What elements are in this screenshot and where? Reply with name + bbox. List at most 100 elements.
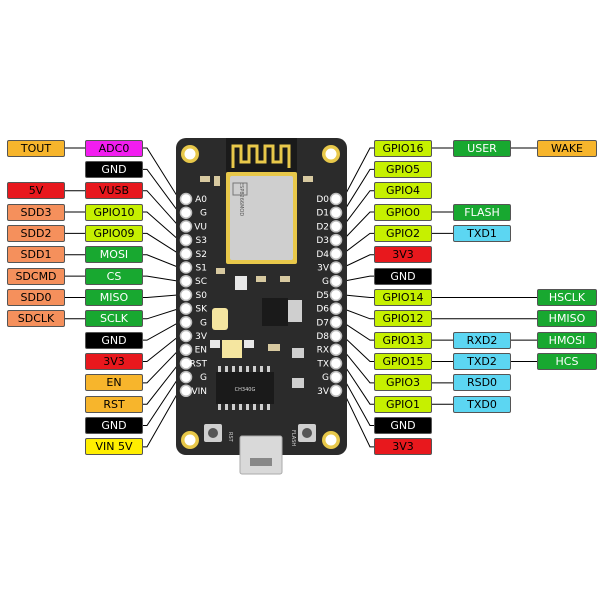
pin-label: GND [85,417,143,435]
voltage-regulator [262,298,288,326]
pin-label: 3V3 [374,438,432,456]
connector-line [342,321,374,341]
connector-line [143,147,180,200]
pin-label: SDD3 [7,203,65,221]
header-pin [329,261,343,274]
pin-label: GPIO0 [374,203,432,221]
pin-label: ADC0 [85,139,143,157]
header-pin [329,370,343,384]
connector-line [143,335,180,362]
chip-pin [225,366,228,372]
pin-label: GPIO09 [85,224,143,242]
connector-line [143,254,180,268]
connector-line [342,190,374,227]
module-label: ESP8266MOD [238,182,244,216]
pin-label: WAKE [537,139,597,157]
pin-label: GPIO12 [374,310,432,328]
pin-label: HCS [537,353,597,370]
header-pin [329,343,343,356]
pin-label: GPIO16 [374,139,432,157]
pin-label: GPIO13 [374,331,432,349]
chip-pin [260,404,263,410]
pin-name: D4 [316,250,329,260]
pin-name: D8 [316,332,329,342]
header-pin [179,329,193,343]
connector-line [143,376,180,427]
connector-line [342,147,374,200]
pin-name: RX [317,346,329,356]
header-pin [179,384,193,398]
connector-line [342,349,374,384]
chip-pin [232,366,235,372]
fcc-logo [232,182,248,196]
crystal [222,340,242,358]
chip-label: CH340G [235,387,256,393]
connector-line [342,254,374,268]
pin-name: G [322,373,329,383]
connector-line [342,363,374,405]
header-pin [329,220,343,233]
pin-label: TOUT [7,139,65,157]
module-shield [230,176,293,260]
pin-name: D6 [316,305,329,315]
header-pin [179,261,193,274]
chip-pin [232,404,235,410]
pin-label: RXD2 [453,331,511,349]
connector-line [143,232,180,255]
pin-label: GPIO10 [85,203,143,221]
header-pin [179,274,193,288]
pin-label: GPIO2 [374,224,432,242]
flash-button-label: FLASH [290,430,296,446]
pin-name: EN [195,346,207,356]
pin-label: HSCLK [537,288,597,306]
pin-name: G [200,318,207,328]
pin-name: VU [194,222,207,232]
chip-pin [253,366,256,372]
connector-line [342,376,374,427]
connector-line [143,349,180,384]
pin-label: MISO [85,288,143,306]
chip-pin [239,366,242,372]
pin-name: S0 [196,291,208,301]
pin-name: A0 [195,195,207,205]
pin-name: S3 [196,236,207,246]
connector-line [143,321,180,341]
header-pin [329,316,343,329]
pin-label: MOSI [85,246,143,264]
connector-line [342,211,374,241]
chip-pin [225,404,228,410]
pin-name: VIN [191,387,207,397]
pin-name: D3 [316,236,329,246]
pin-label: SDCMD [7,267,65,285]
pin-label: VIN 5V [85,438,143,456]
header-pin [329,247,343,261]
pin-label: GPIO1 [374,395,432,413]
pin-label: GPIO4 [374,182,432,200]
pin-name: D1 [316,209,329,219]
pin-label: 3V3 [85,353,143,370]
connector-line [342,168,374,213]
header-pin [329,192,343,206]
pin-name: SK [195,305,208,315]
connector-line [143,190,180,227]
header-pin [329,329,343,343]
pin-label: SCLK [85,310,143,328]
header-pin [179,206,193,219]
antenna-area [226,138,297,172]
chip-pin [260,366,263,372]
connector-line [143,390,180,448]
chip-pin [246,366,249,372]
pin-label: SDD1 [7,246,65,264]
pin-name: TX [316,359,329,369]
pin-label: GND [85,160,143,178]
pin-label: GPIO15 [374,353,432,370]
chip-pin [253,404,256,410]
connector-line [143,294,180,298]
connector-line [342,275,374,282]
pin-label: TXD1 [453,224,511,242]
header-pin [329,357,343,370]
pin-label: TXD0 [453,395,511,413]
pin-label: GND [374,417,432,435]
header-pin [179,357,193,370]
